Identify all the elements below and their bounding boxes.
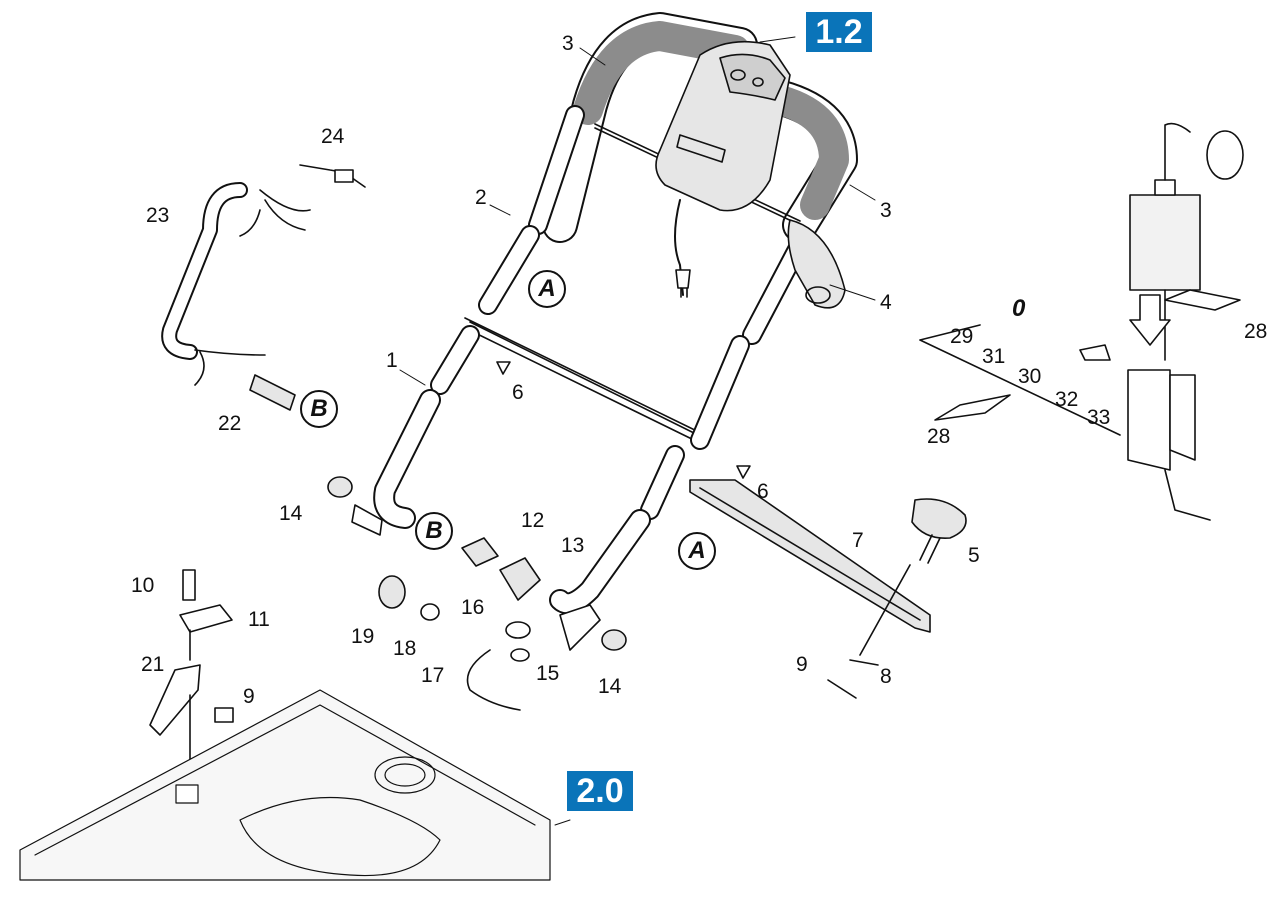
callout-33: 33	[1087, 406, 1111, 429]
callout-32: 32	[1055, 388, 1079, 411]
leader-lines	[399, 36, 876, 826]
marker-zero: 0	[1012, 295, 1026, 322]
callout-19: 19	[351, 625, 375, 648]
callout-28-right: 28	[1244, 320, 1268, 343]
callout-14-right: 14	[598, 675, 622, 698]
callout-15: 15	[536, 662, 560, 685]
control-housing	[655, 40, 791, 298]
callout-22: 22	[218, 412, 242, 435]
callout-1: 1	[386, 349, 398, 372]
callout-9-left: 9	[243, 685, 255, 708]
callout-2: 2	[475, 186, 487, 209]
marker-a-lower: A	[678, 532, 716, 570]
callout-14-left: 14	[279, 502, 303, 525]
callout-9-right: 9	[796, 653, 808, 676]
callout-10: 10	[131, 574, 155, 597]
part-5-knob	[911, 498, 967, 564]
callout-28-left: 28	[927, 425, 951, 448]
mid-tubes	[478, 105, 846, 345]
lower-tubes	[351, 325, 750, 651]
cross-bar-a	[464, 317, 706, 444]
callout-3-right: 3	[880, 199, 892, 222]
callout-6-lower: 6	[757, 480, 769, 503]
callout-31: 31	[982, 345, 1006, 368]
part-7-bar	[689, 479, 931, 699]
marker-b-mid: B	[415, 512, 453, 550]
callout-4: 4	[880, 291, 892, 314]
callout-8: 8	[880, 665, 892, 688]
section-badge-bottom: 2.0	[567, 771, 633, 811]
section-badge-top: 1.2	[806, 12, 872, 52]
marker-b-left: B	[300, 390, 338, 428]
callout-12: 12	[521, 509, 545, 532]
marker-a-upper: A	[528, 270, 566, 308]
callout-29: 29	[950, 325, 974, 348]
callout-6-upper: 6	[512, 381, 524, 404]
callout-16: 16	[461, 596, 485, 619]
wiring-harness	[161, 164, 366, 411]
callout-24: 24	[321, 125, 345, 148]
callout-30: 30	[1018, 365, 1042, 388]
callout-21: 21	[141, 653, 165, 676]
mower-deck	[19, 689, 551, 881]
callout-7: 7	[852, 529, 864, 552]
callout-13: 13	[561, 534, 585, 557]
callout-5: 5	[968, 544, 980, 567]
transformer-group	[919, 122, 1244, 521]
callout-18: 18	[393, 637, 417, 660]
callout-23: 23	[146, 204, 170, 227]
callout-17: 17	[421, 664, 445, 687]
callout-11: 11	[248, 608, 270, 631]
callout-3-left: 3	[562, 32, 574, 55]
